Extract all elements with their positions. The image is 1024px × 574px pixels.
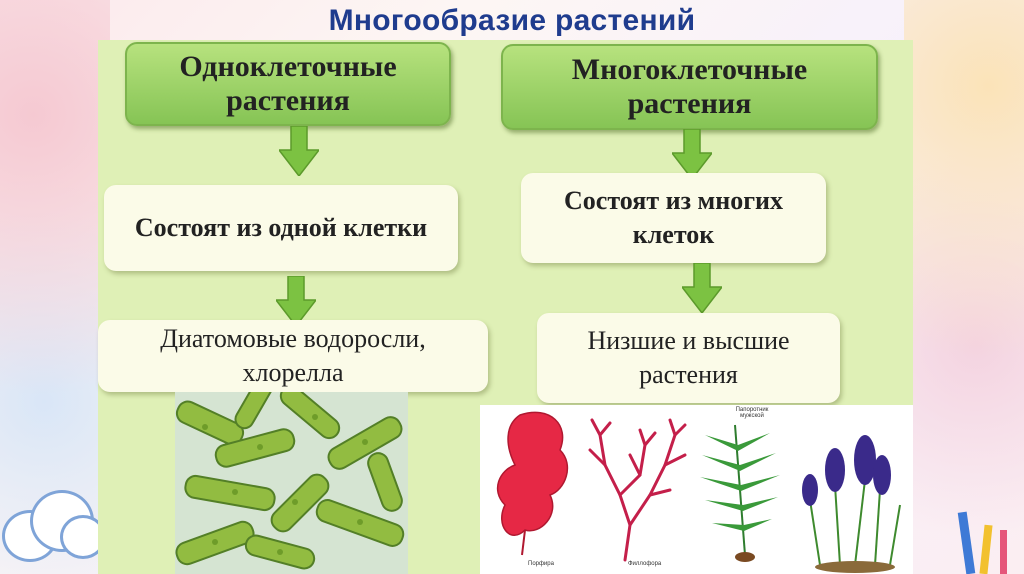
down-arrow-icon (682, 263, 722, 313)
background-wash-left (0, 0, 110, 574)
unicellular-examples-text: Диатомовые водоросли, хлорелла (160, 324, 426, 387)
multicellular-examples-box: Низшие и высшие растения (537, 313, 840, 403)
porphyra-caption: Порфира (528, 561, 554, 567)
fern-caption: Папоротник мужской (735, 407, 769, 419)
algae-microscope-image (175, 392, 408, 574)
phyllophora-image (588, 418, 687, 562)
multicellular-cell-text: Состоят из многих клеток (564, 186, 783, 249)
phyllophora-caption: Филлофора (628, 561, 662, 567)
multicellular-cell-box: Состоят из многих клеток (521, 173, 826, 263)
unicellular-header: Одноклеточные растения (125, 42, 451, 126)
unicellular-cell-box: Состоят из одной клетки (104, 185, 458, 271)
down-arrow-icon (279, 126, 319, 176)
slide-title: Многообразие растений (328, 4, 696, 37)
plants-illustration: Порфира Филлофора Папоротник мужской (480, 405, 913, 574)
multicellular-examples-text: Низшие и высшие растения (587, 326, 790, 389)
unicellular-examples-box: Диатомовые водоросли, хлорелла (98, 320, 488, 392)
down-arrow-icon (672, 129, 712, 179)
fern-image (700, 424, 780, 562)
porphyra-image (496, 411, 569, 556)
multicellular-header: Многоклеточные растения (501, 44, 878, 130)
unicellular-cell-text: Состоят из одной клетки (134, 213, 428, 242)
crocus-image (802, 435, 901, 573)
multicellular-header-text: Многоклеточные растения (571, 53, 808, 120)
unicellular-header-text: Одноклеточные растения (179, 50, 397, 117)
background-wash-right (904, 0, 1024, 574)
down-arrow-icon (276, 276, 316, 326)
